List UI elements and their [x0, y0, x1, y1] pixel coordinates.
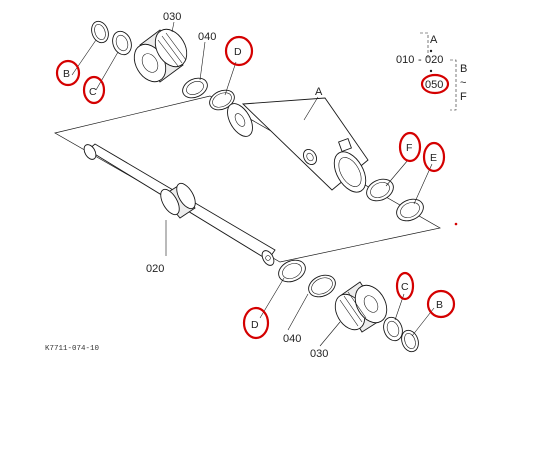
legend-dot-b: [429, 69, 433, 73]
leader-f: [385, 159, 409, 187]
leader-tube: [303, 96, 319, 121]
callout-b-bottom-text: B: [436, 299, 443, 311]
label-piston-seal-bottom: 040: [283, 333, 301, 345]
callout-f: F: [398, 131, 422, 163]
label-gland-bottom: 030: [310, 348, 328, 360]
seal-ring-b-bottom: [401, 329, 419, 353]
legend-ref-010: 010: [396, 54, 414, 66]
callout-b-top-text: B: [63, 68, 70, 80]
seal-ring-b-top: [91, 20, 109, 44]
callout-f-text: F: [406, 142, 412, 154]
leader-gland-top: [171, 21, 175, 33]
callout-d-top: D: [224, 35, 254, 67]
callout-c-top: C: [82, 75, 106, 105]
callout-c-bottom: C: [395, 271, 415, 301]
callout-d-bottom-text: D: [251, 319, 259, 331]
legend-ref-050: 050: [425, 79, 443, 91]
leader-d-top: [224, 61, 237, 96]
leader-seal-bottom: [287, 293, 309, 331]
callout-d-top-text: D: [234, 46, 242, 58]
legend-bracket-b: [450, 59, 457, 111]
backup-ring-d-bottom: [278, 259, 306, 283]
leader-gland-bottom: [319, 321, 341, 347]
callout-b-bottom: B: [426, 289, 456, 319]
reference-legend: A 010 - 020 050 B ~ F: [396, 32, 467, 111]
backup-ring-d-top: [209, 89, 235, 111]
callout-d-bottom: D: [242, 306, 270, 340]
callout-e-text: E: [430, 152, 437, 164]
label-cylinder-tube: A: [315, 86, 323, 98]
leader-b-top: [71, 39, 97, 76]
legend-ref-020-dash: -: [418, 54, 422, 66]
callout-e: E: [422, 141, 446, 173]
gland-bottom: [334, 281, 388, 333]
red-speck: [454, 222, 458, 226]
piston-seal-top: [182, 77, 208, 99]
leader-seal-top: [199, 41, 206, 81]
legend-tilde: ~: [460, 77, 466, 89]
piston-rod: [83, 143, 276, 266]
cylinder-tube: [227, 97, 369, 193]
callout-c-bottom-text: C: [401, 281, 409, 293]
callout-b-top: B: [55, 59, 81, 87]
drawing-code: K7711-074-10: [45, 345, 100, 353]
callout-c-top-text: C: [89, 86, 97, 98]
legend-range-a: A: [430, 34, 438, 46]
legend-dot-a: [429, 49, 433, 53]
seal-ring-e: [396, 198, 424, 222]
seal-ring-f: [366, 178, 394, 202]
gland-top: [133, 28, 188, 83]
legend-range-b: B: [460, 63, 467, 75]
legend-ref-050-ring: [420, 73, 450, 95]
seal-ring-c-bottom: [383, 316, 403, 342]
seal-ring-c-top: [112, 30, 132, 56]
piston-seal-bottom: [308, 274, 336, 298]
leader-c-top: [95, 51, 119, 91]
legend-bracket-a: [420, 32, 429, 60]
legend-range-f: F: [460, 91, 467, 103]
legend-ref-020: 020: [425, 54, 443, 66]
leader-e: [413, 163, 433, 205]
label-gland-top: 030: [163, 11, 181, 23]
label-rod: 020: [146, 263, 164, 275]
label-piston-seal-top: 040: [198, 31, 216, 43]
